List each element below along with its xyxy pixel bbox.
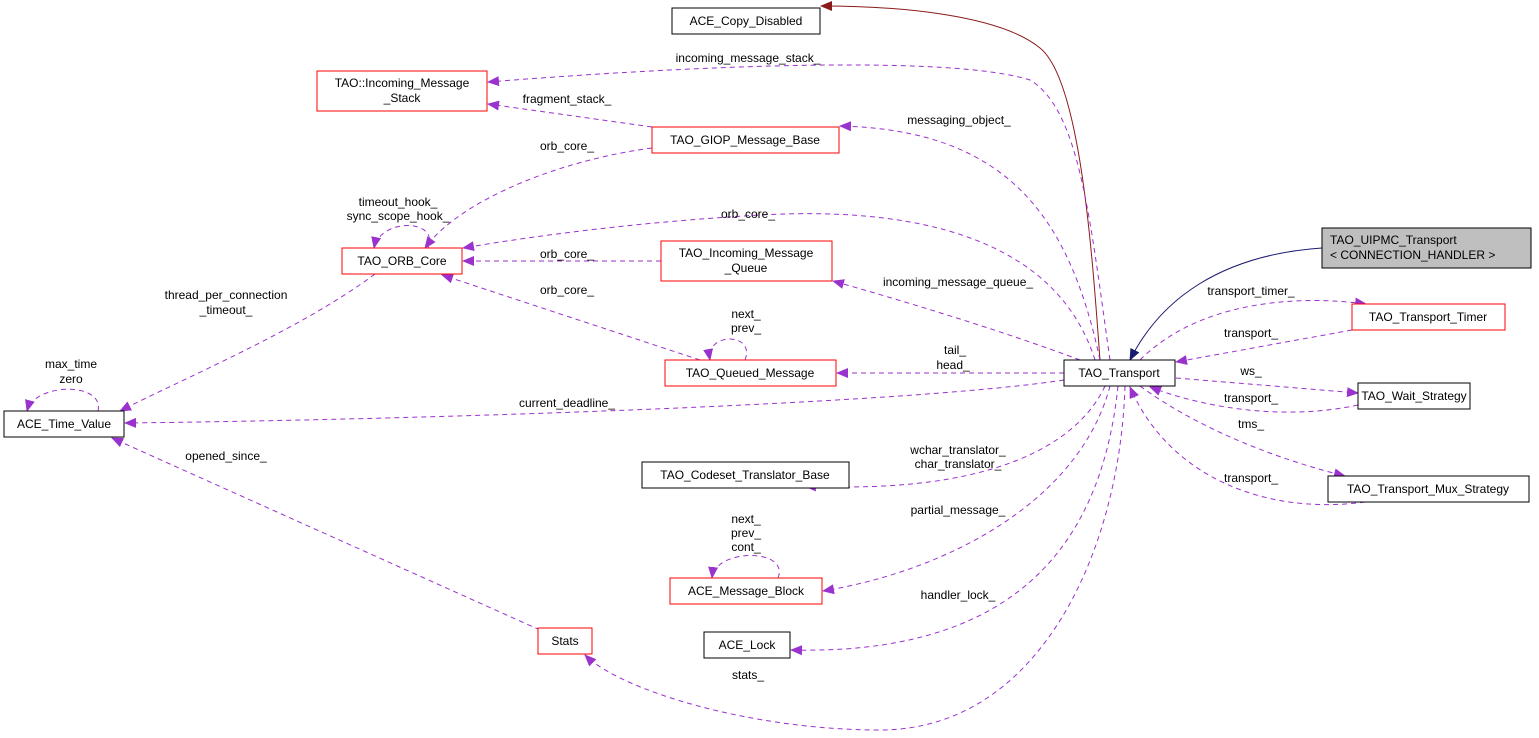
edge-label: orb_core_ — [721, 207, 775, 221]
edge-label: incoming_message_queue_ — [883, 275, 1033, 289]
edge-label: handler_lock_ — [921, 588, 996, 602]
edge-label: _timeout_ — [199, 303, 253, 317]
node-label: _Queue — [724, 261, 768, 275]
edge-labels: incoming_message_stack_ fragment_stack_ … — [45, 51, 1295, 682]
node-ace-message-block[interactable]: ACE_Message_Block — [669, 577, 823, 605]
node-label: ACE_Message_Block — [688, 584, 805, 598]
node-tao-transport[interactable]: TAO_Transport — [1063, 359, 1176, 387]
edge-transport-orb-core — [462, 213, 1096, 361]
edge-incoming-message-stack — [487, 64, 1111, 361]
edge-label: fragment_stack_ — [523, 92, 612, 106]
edge-label: prev_ — [731, 526, 761, 540]
edge-label: prev_ — [731, 321, 761, 335]
edge-template-uipmc — [1129, 247, 1323, 361]
node-tao-incoming-message-queue[interactable]: TAO_Incoming_Message _Queue — [660, 240, 833, 282]
edge-partial-message — [822, 385, 1111, 595]
node-tao-orb-core[interactable]: TAO_ORB_Core — [341, 247, 463, 275]
edge-label: transport_ — [1224, 471, 1278, 485]
edge-label: tail_ — [944, 343, 966, 357]
edge-current-deadline — [124, 379, 1065, 428]
edge-label: orb_core_ — [540, 247, 594, 261]
node-stats[interactable]: Stats — [537, 627, 593, 655]
edge-handler-lock — [790, 385, 1119, 656]
node-tao-incoming-message-stack[interactable]: TAO::Incoming_Message _Stack — [316, 70, 488, 112]
edge-label: partial_message_ — [911, 503, 1006, 517]
edge-label: orb_core_ — [540, 283, 594, 297]
edge-giop-orb-core — [424, 147, 653, 249]
edge-label: thread_per_connection — [165, 288, 288, 302]
edge-label: current_deadline_ — [519, 396, 615, 410]
edge-label: ws_ — [1239, 364, 1262, 378]
node-tao-queued-message[interactable]: TAO_Queued_Message — [664, 359, 837, 387]
edge-queued-orb-core — [441, 273, 701, 361]
node-tao-uipmc-transport[interactable]: TAO_UIPMC_Transport < CONNECTION_HANDLER… — [1321, 227, 1532, 269]
edge-label: orb_core_ — [540, 139, 594, 153]
node-label: TAO_Incoming_Message — [679, 246, 814, 260]
node-label: < CONNECTION_HANDLER > — [1330, 248, 1495, 262]
edge-label: sync_scope_hook_ — [347, 209, 450, 223]
node-label: TAO_Transport — [1078, 366, 1160, 380]
edge-label: head_ — [936, 358, 970, 372]
edge-label: cont_ — [731, 540, 761, 554]
node-label: ACE_Lock — [719, 638, 777, 652]
edge-mux-transport — [1129, 386, 1366, 506]
edges — [25, 1, 1367, 731]
edge-timer-transport — [1175, 329, 1353, 365]
edge-label: opened_since_ — [185, 449, 267, 463]
node-ace-time-value[interactable]: ACE_Time_Value — [3, 410, 125, 438]
node-tao-giop-message-base[interactable]: TAO_GIOP_Message_Base — [651, 126, 840, 154]
edge-label: tms_ — [1238, 417, 1264, 431]
node-label: TAO::Incoming_Message — [335, 76, 470, 90]
node-tao-transport-mux-strategy[interactable]: TAO_Transport_Mux_Strategy — [1327, 475, 1530, 503]
edge-label: transport_ — [1224, 391, 1278, 405]
edge-label: next_ — [731, 512, 761, 526]
node-label: ACE_Copy_Disabled — [690, 14, 803, 28]
edge-label: zero — [59, 372, 83, 386]
edge-time-value-self — [25, 388, 99, 412]
node-label: TAO_GIOP_Message_Base — [670, 133, 820, 147]
node-label: TAO_ORB_Core — [357, 254, 446, 268]
node-tao-codeset-translator-base[interactable]: TAO_Codeset_Translator_Base — [641, 461, 850, 489]
node-ace-lock[interactable]: ACE_Lock — [703, 631, 791, 659]
node-label: _Stack — [383, 91, 422, 105]
node-label: TAO_Codeset_Translator_Base — [660, 468, 830, 482]
edge-label: messaging_object_ — [907, 113, 1011, 127]
node-label: Stats — [551, 634, 578, 648]
node-label: TAO_Wait_Strategy — [1361, 389, 1466, 403]
edge-label: max_time — [45, 357, 97, 371]
node-label: ACE_Time_Value — [17, 417, 111, 431]
edge-thread-timeout — [119, 273, 376, 412]
edge-queued-self — [703, 338, 748, 361]
edge-label: timeout_hook_ — [359, 195, 438, 209]
node-label: TAO_Queued_Message — [686, 366, 815, 380]
edge-message-block-self — [708, 555, 780, 579]
edge-label: transport_timer_ — [1207, 284, 1295, 298]
node-label: TAO_Transport_Mux_Strategy — [1347, 482, 1509, 496]
node-tao-wait-strategy[interactable]: TAO_Wait_Strategy — [1357, 382, 1471, 410]
node-label: TAO_UIPMC_Transport — [1330, 233, 1457, 247]
edge-inheritance-copy-disabled — [820, 1, 1101, 361]
node-label: TAO_Transport_Timer — [1369, 310, 1487, 324]
edge-fragment-stack — [487, 100, 653, 128]
edge-ws — [1175, 377, 1359, 398]
edge-orb-self — [371, 225, 431, 249]
edge-label: char_translator_ — [915, 457, 1002, 471]
edge-transport-timer — [1139, 297, 1367, 361]
edge-tms — [1139, 385, 1346, 479]
edge-incoming-message-queue — [832, 279, 1081, 361]
edge-label: transport_ — [1224, 326, 1278, 340]
edge-messaging-object — [839, 121, 1101, 361]
edge-label: wchar_translator_ — [909, 443, 1006, 457]
node-tao-transport-timer[interactable]: TAO_Transport_Timer — [1351, 303, 1506, 331]
edge-label: incoming_message_stack_ — [676, 51, 821, 65]
edge-translators — [804, 385, 1106, 492]
node-ace-copy-disabled[interactable]: ACE_Copy_Disabled — [671, 7, 821, 35]
edge-stats — [584, 385, 1126, 731]
edge-label: stats_ — [732, 668, 764, 682]
edge-opened-since — [111, 437, 541, 631]
edge-label: next_ — [731, 307, 761, 321]
